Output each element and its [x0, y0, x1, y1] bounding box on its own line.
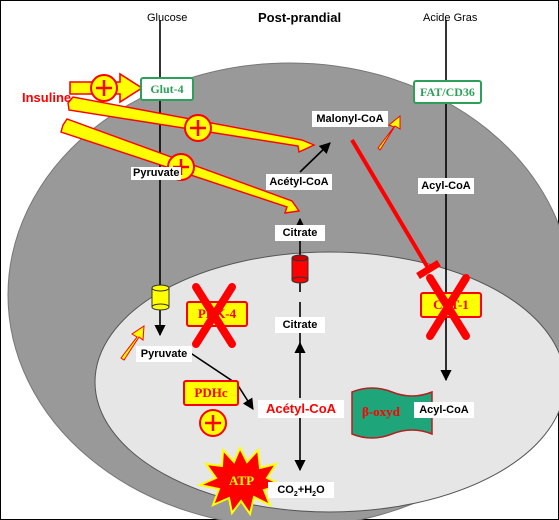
acyl-coa-mito-label: Acyl-CoA [414, 402, 474, 418]
pyruvate-carrier-icon [151, 284, 170, 311]
post-prandial-title: Post-prandial [258, 10, 342, 25]
atp-label: ATP [229, 473, 255, 488]
h2o-o-text: O [316, 484, 325, 496]
pdhc-plus-icon [199, 409, 227, 437]
glut4-transporter: Glut-4 [140, 77, 194, 101]
malonyl-inhibition-line [350, 138, 430, 270]
co2-h2o-label: CO2+H2O [268, 482, 334, 498]
glucose-label: Glucose [147, 12, 188, 24]
citrate-carrier-icon [291, 254, 309, 284]
malonyl-increase-arrow [377, 114, 401, 151]
cpt1-x-cross-icon [426, 274, 470, 340]
acetyl-coa-mito-label: Acétyl-CoA [258, 400, 344, 418]
insulin-glut4-plus-icon [90, 74, 118, 102]
co2-text: CO [277, 484, 294, 496]
atp-burst-icon [196, 445, 285, 517]
co2-subscript: 2 [293, 491, 298, 499]
fat-cd36-transporter: FAT/CD36 [413, 80, 482, 104]
beta-oxyd-banner [351, 387, 433, 439]
plus-text: + [297, 484, 305, 496]
malonyl-arrow [299, 142, 331, 173]
citrate-mito-label: Citrate [275, 317, 325, 333]
pyruvate-cytosol-label: Pyruvate [131, 167, 182, 180]
malonyl-coa-label: Malonyl-CoA [312, 111, 388, 127]
pdhc-enzyme: PDHc [183, 380, 239, 406]
citrate-cytosol-label: Citrate [275, 225, 325, 241]
pyruvate-mito-label: Pyruvate [136, 346, 192, 362]
pyruvate-increase-arrow [120, 325, 145, 361]
acetyl-coa-cytosol-label: Acétyl-CoA [266, 174, 332, 190]
inhibition-bar [416, 260, 441, 279]
malonyl-plus-icon [184, 114, 212, 142]
beta-oxyd-label: β-oxyd [362, 404, 400, 419]
h2o-subscript: 2 [312, 491, 317, 499]
acide-gras-label: Acide Gras [423, 12, 478, 24]
h2o-text: H [304, 484, 313, 496]
pdk4-x-cross-icon [192, 283, 236, 348]
insuline-label: Insuline [22, 90, 72, 105]
acyl-coa-cytosol-label: Acyl-CoA [418, 178, 474, 194]
